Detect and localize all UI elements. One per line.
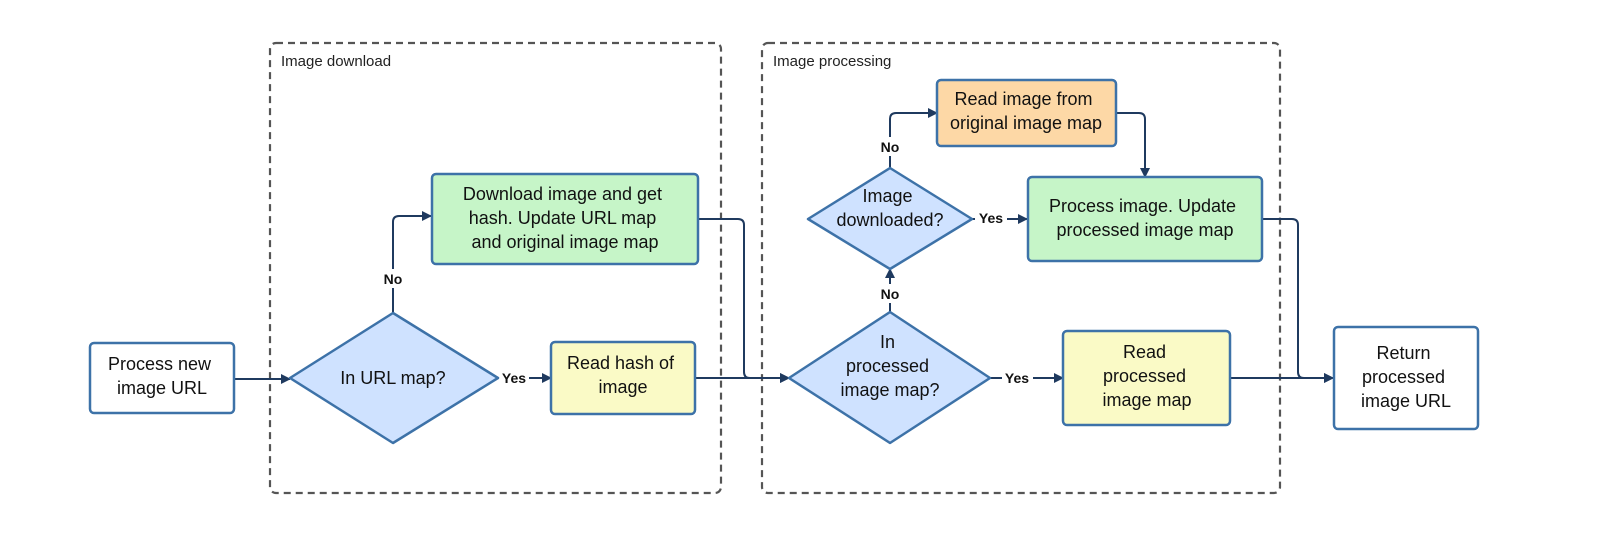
svg-text:Read processed ima: Read processed image map [1102, 342, 1191, 410]
group-image-processing-label: Image processing [773, 53, 891, 70]
edge-label-processed-yes: Yes [1005, 370, 1029, 386]
group-image-download-frame [268, 41, 723, 495]
node-read-hash: Read hash of image [549, 340, 697, 416]
end-line-3: image URL [1361, 391, 1451, 411]
group-image-download-label: Image download [281, 53, 391, 70]
edge-label-url-yes: Yes [502, 370, 526, 386]
download-line-2: hash. Update URL map [469, 208, 656, 228]
edge-labels: No Yes No No Yes Yes [379, 137, 1033, 387]
svg-text:Read image from original: Read image from original image map [950, 89, 1102, 133]
svg-text:Return processed i: Return processed image URL [1361, 343, 1451, 411]
svg-text:In URL map?: In URL map? [340, 368, 445, 388]
end-line-1: Return [1376, 343, 1430, 363]
node-read-processed-map: Read processed image map [1061, 329, 1232, 427]
process-image-line-2: processed image map [1056, 220, 1233, 240]
in-processed-line-2: processed [846, 356, 929, 376]
start-line-1: Process new [108, 354, 212, 374]
start-line-2: image URL [117, 378, 207, 398]
edge-label-downloaded-no: No [881, 139, 900, 155]
group-image-download: Image download [268, 41, 723, 495]
node-download-image: Download image and get hash. Update URL … [430, 172, 700, 266]
edge-label-downloaded-yes: Yes [979, 210, 1003, 226]
edge-url-map-no-to-download [392, 211, 432, 313]
node-return-processed-url: Return processed image URL [1332, 325, 1480, 431]
svg-text:Download image and get h: Download image and get hash. Update URL … [463, 184, 667, 252]
decision-image-downloaded: Image downloaded? [806, 166, 974, 271]
read-original-line-1: Read image from [954, 89, 1092, 109]
in-processed-line-3: image map? [840, 380, 939, 400]
node-read-original-image: Read image from original image map [935, 78, 1118, 148]
svg-text:Image downloaded?: Image downloaded? [836, 186, 943, 230]
edge-downloaded-no-to-read-original [889, 108, 938, 168]
svg-text:Process image. Update pr: Process image. Update processed image ma… [1049, 196, 1241, 240]
edge-read-original-to-process [1116, 112, 1150, 178]
decision-in-processed-map: In processed image map? [787, 310, 992, 445]
group-image-processing: Image processing [760, 41, 1282, 495]
edge-download-to-processed-map [698, 218, 790, 383]
decision-in-url-map: In URL map? [288, 311, 500, 445]
process-image-line-1: Process image. Update [1049, 196, 1236, 216]
download-line-1: Download image and get [463, 184, 662, 204]
downloaded-line-2: downloaded? [836, 210, 943, 230]
edge-process-to-end [1262, 218, 1334, 383]
node-process-image: Process image. Update processed image ma… [1026, 175, 1264, 263]
end-line-2: processed [1362, 367, 1445, 387]
in-processed-line-1: In [880, 332, 895, 352]
svg-text:Process new image URL: Process new image URL [108, 354, 216, 398]
svg-text:In processed image: In processed image map? [840, 332, 939, 400]
read-processed-line-3: image map [1102, 390, 1191, 410]
edge-label-url-no: No [384, 271, 403, 287]
downloaded-line-1: Image [862, 186, 912, 206]
read-original-line-2: original image map [950, 113, 1102, 133]
read-processed-line-1: Read [1123, 342, 1166, 362]
read-hash-line-2: image [598, 377, 647, 397]
node-process-new-image-url: Process new image URL [88, 341, 236, 415]
read-processed-line-2: processed [1103, 366, 1186, 386]
edge-label-processed-no: No [881, 286, 900, 302]
svg-text:Read hash of image: Read hash of image [567, 353, 679, 397]
download-line-3: and original image map [471, 232, 658, 252]
read-hash-line-1: Read hash of [567, 353, 675, 373]
in-url-map-line-1: In URL map? [340, 368, 445, 388]
group-image-processing-frame [760, 41, 1282, 495]
